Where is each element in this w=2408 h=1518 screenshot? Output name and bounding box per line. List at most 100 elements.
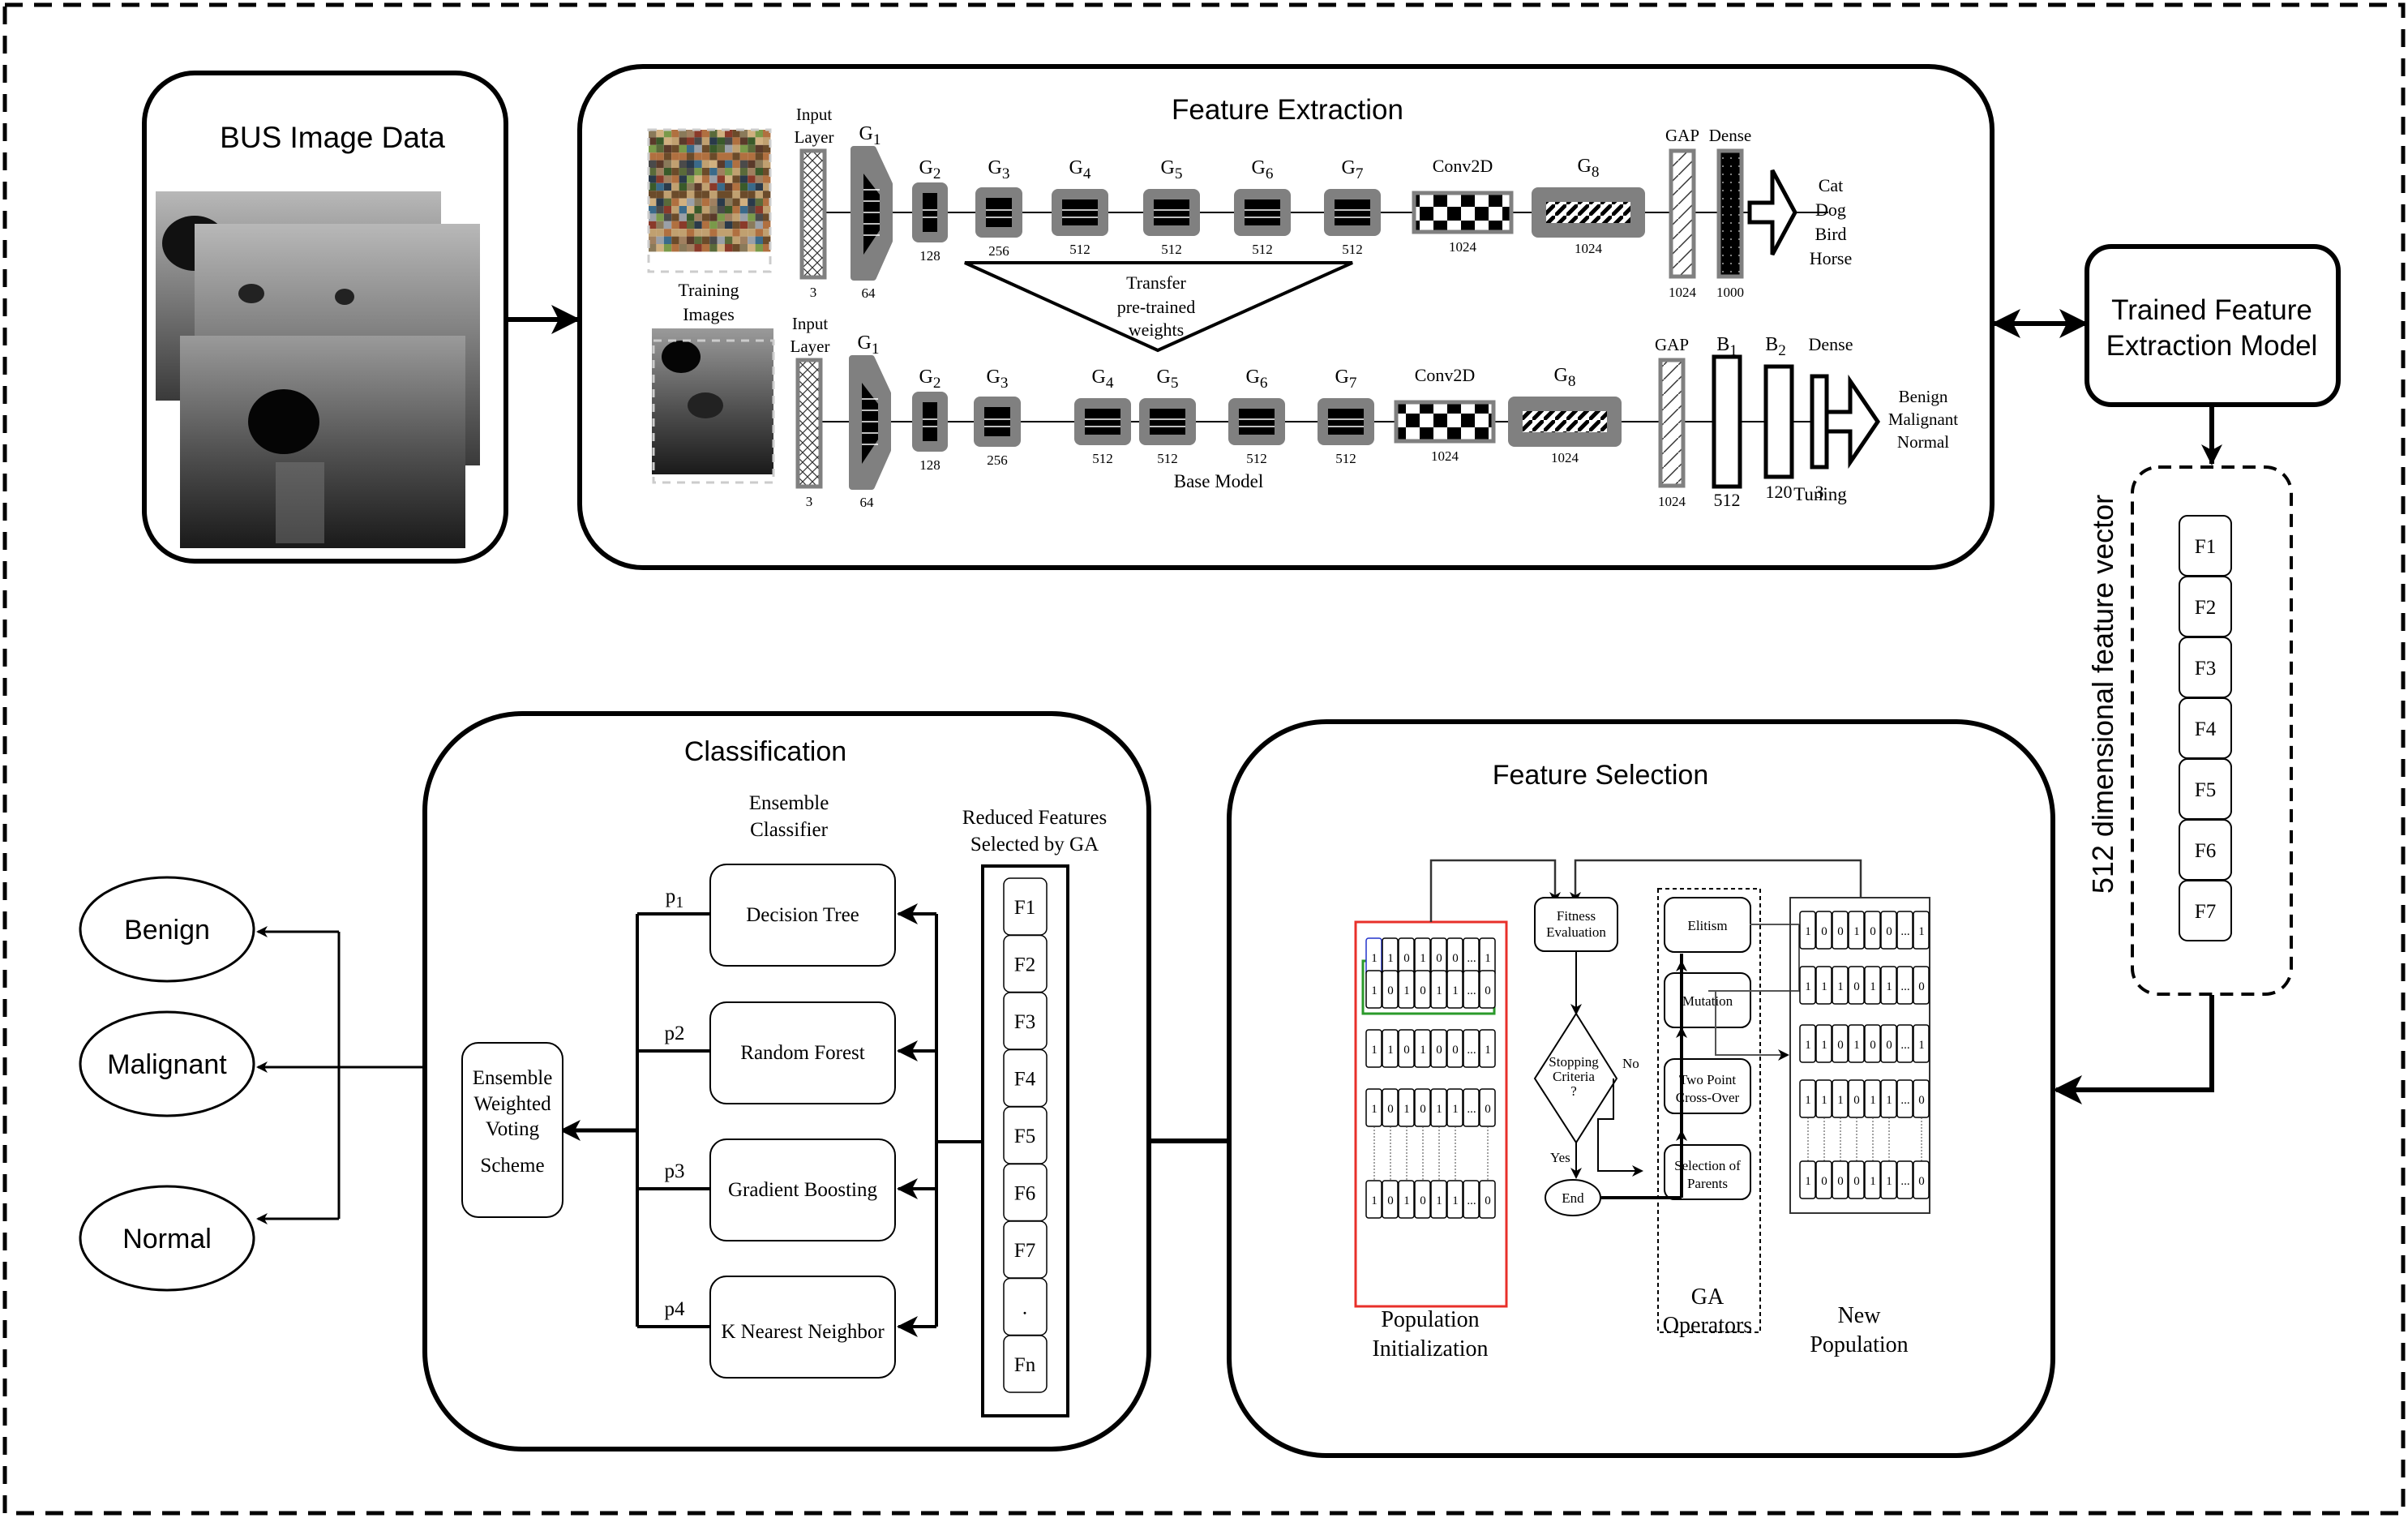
mosaic-tile xyxy=(679,137,687,145)
mosaic-tile xyxy=(739,198,748,206)
mosaic-tile xyxy=(717,152,725,161)
ga-operators-label-2: Operators xyxy=(1663,1313,1752,1338)
gene-value: 1 xyxy=(1837,1094,1844,1107)
population-init-label-2: Initialization xyxy=(1372,1336,1488,1361)
mosaic-tile xyxy=(717,244,725,252)
gene-value: 0 xyxy=(1886,925,1892,938)
gene-cell xyxy=(1463,1029,1480,1068)
mosaic-tile xyxy=(701,244,710,252)
layer-size: 512 xyxy=(1335,451,1356,466)
classifier-k-nearest-neighbor[interactable]: K Nearest Neighbor xyxy=(709,1276,896,1379)
gene-cell xyxy=(1799,911,1816,950)
fitness-evaluation-node[interactable]: Fitness Evaluation xyxy=(1534,897,1618,952)
yes-label: Yes xyxy=(1550,1150,1570,1165)
gene-value: 1 xyxy=(1403,984,1410,997)
output-class-malignant: Malignant xyxy=(79,1010,255,1117)
ga-operator-mutation[interactable]: Mutation xyxy=(1664,972,1751,1028)
mosaic-tile xyxy=(725,144,733,153)
mosaic-tile xyxy=(732,168,740,176)
gene-value: 1 xyxy=(1837,980,1844,993)
end-node[interactable]: End xyxy=(1545,1179,1601,1216)
stopping-label-1: Stopping xyxy=(1549,1054,1599,1070)
input-size-label: 3 xyxy=(810,285,817,300)
voting-label-1: Ensemble xyxy=(473,1067,553,1089)
mosaic-tile xyxy=(694,137,702,145)
mosaic-tile xyxy=(663,182,672,191)
gene-value: ... xyxy=(1900,1094,1909,1107)
gene-cell xyxy=(1799,1024,1816,1063)
classifier-weight: p4 xyxy=(665,1298,686,1320)
gene-cell xyxy=(1848,966,1865,1005)
mosaic-tile xyxy=(679,244,687,252)
bus-training-image[interactable] xyxy=(652,328,773,474)
mosaic-tile xyxy=(671,236,679,244)
trained-feature-extraction-model[interactable]: Trained Feature Extraction Model xyxy=(2085,244,2341,407)
imagenet-training-images[interactable] xyxy=(649,130,771,252)
ultrasound-image-stack[interactable] xyxy=(156,191,480,548)
ensemble-weighted-voting-node[interactable]: Ensemble Weighted Voting Scheme xyxy=(461,1042,563,1218)
gene-value: 0 xyxy=(1420,984,1426,997)
reduced-feature-label: Fn xyxy=(1014,1354,1036,1376)
mosaic-tile xyxy=(717,182,725,191)
layer-size: 512 xyxy=(1161,242,1182,257)
mosaic-tile xyxy=(701,130,710,138)
reduced-feature-label: F5 xyxy=(1014,1126,1035,1147)
new-population-label-1: New xyxy=(1838,1303,1882,1328)
layer-size: 512 xyxy=(1246,451,1267,466)
classifier-decision-tree[interactable]: Decision Tree xyxy=(709,864,896,967)
mosaic-tile xyxy=(732,182,740,191)
mosaic-tile xyxy=(649,213,657,221)
gene-value: 0 xyxy=(1387,1103,1394,1116)
input-layer-label: Input xyxy=(796,105,832,124)
gene-cell xyxy=(1913,966,1930,1005)
mosaic-tile xyxy=(748,206,756,214)
mosaic-tile xyxy=(755,160,763,168)
mosaic-tile xyxy=(656,206,664,214)
transfer-label-2: pre-trained xyxy=(1117,297,1196,317)
mosaic-tile xyxy=(694,182,702,191)
mosaic-tile xyxy=(701,175,710,183)
output-class-label: Benign xyxy=(124,915,210,946)
g8-size: 1024 xyxy=(1551,450,1579,465)
mosaic-tile xyxy=(656,198,664,206)
training-images-label-1: Training xyxy=(679,280,739,300)
gene-cell xyxy=(1414,970,1431,1009)
fine-tuned-network-row: InputLayer3G164G2128G3256G4512G5512G6512… xyxy=(791,314,1959,510)
mosaic-tile xyxy=(656,168,664,176)
mosaic-tile xyxy=(671,191,679,199)
tuning-label: Tuning xyxy=(1793,484,1847,504)
population-init-label-1: Population xyxy=(1381,1307,1479,1332)
mosaic-tile xyxy=(709,130,718,138)
gene-value: 1 xyxy=(1918,925,1925,938)
mosaic-tile xyxy=(694,229,702,237)
ga-operator-elitism[interactable]: Elitism xyxy=(1664,897,1751,953)
gene-value: 1 xyxy=(1853,925,1860,938)
gene-cell xyxy=(1446,1180,1463,1219)
mosaic-tile xyxy=(701,229,710,237)
ga-operators-group xyxy=(1657,888,1761,1333)
gene-value: ... xyxy=(1900,925,1909,938)
mosaic-tile xyxy=(732,137,740,145)
mosaic-tile xyxy=(739,137,748,145)
output-class-label: Malignant xyxy=(107,1049,227,1080)
conv2d-label: Conv2D xyxy=(1433,156,1493,176)
mosaic-tile xyxy=(663,206,672,214)
mosaic-tile xyxy=(717,160,725,168)
gene-cell xyxy=(1848,1160,1865,1199)
gene-cell xyxy=(1446,970,1463,1009)
reduced-feature-label: F2 xyxy=(1014,954,1035,976)
mosaic-tile xyxy=(732,198,740,206)
gene-cell xyxy=(1864,1024,1881,1063)
dense-layer xyxy=(1716,148,1744,279)
mosaic-tile xyxy=(671,130,679,138)
g8-size: 1024 xyxy=(1575,241,1603,256)
classifier-random-forest[interactable]: Random Forest xyxy=(709,1001,896,1104)
layer-size: 512 xyxy=(1092,451,1113,466)
mosaic-tile xyxy=(687,213,695,221)
classifier-gradient-boosting[interactable]: Gradient Boosting xyxy=(709,1138,896,1241)
mosaic-tile xyxy=(709,144,718,153)
